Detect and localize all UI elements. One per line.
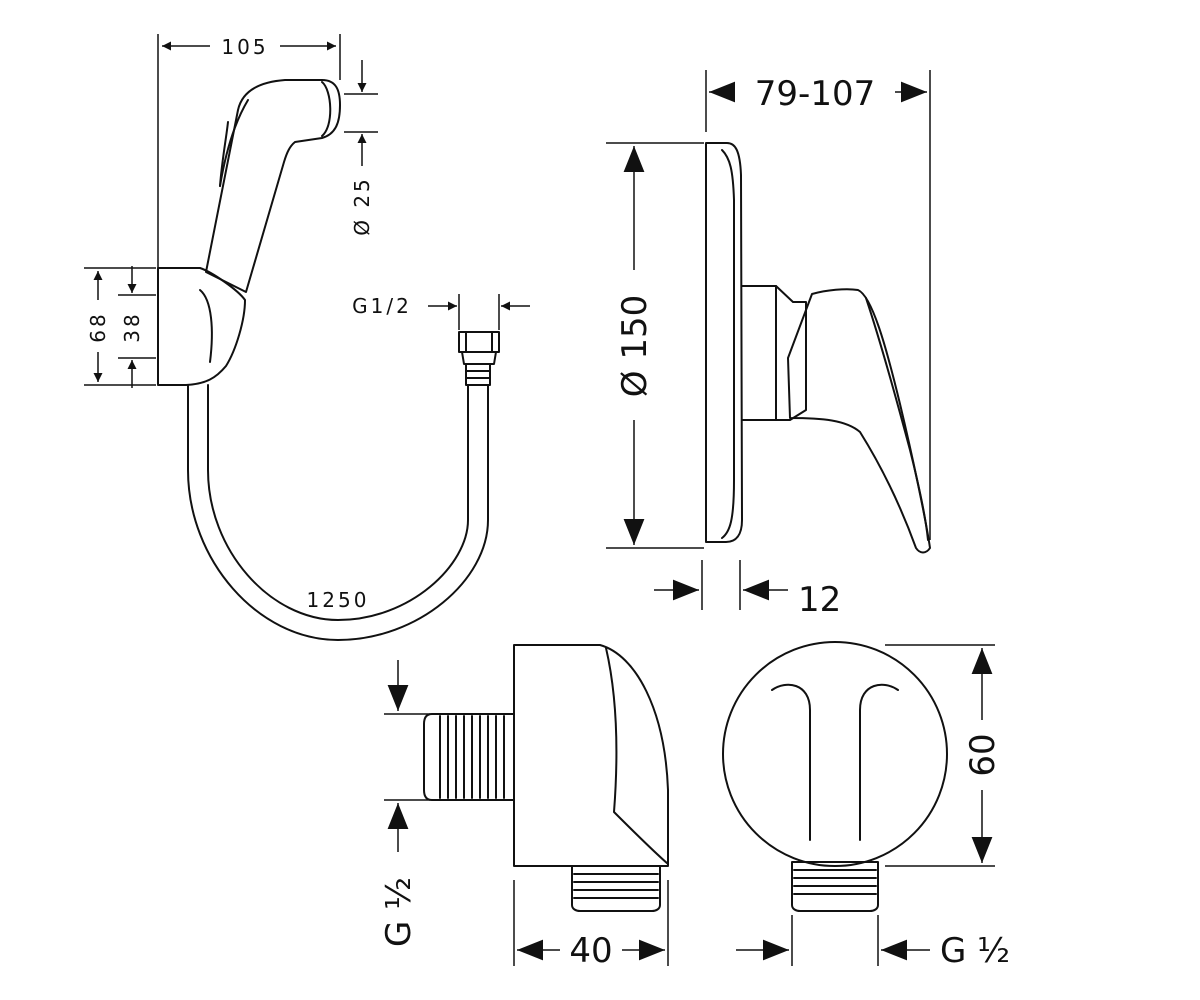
dim-hose-length: 1250 — [307, 588, 370, 612]
dim-spray-diameter: Ø 25 — [350, 176, 374, 236]
dim-handshower-width: 105 — [221, 35, 268, 59]
wall-holder — [157, 267, 246, 386]
dim-elbow-depth: 40 — [569, 931, 612, 971]
dimension-lines — [84, 34, 995, 966]
handshower — [205, 79, 341, 293]
dim-mixer-depth: 79-107 — [755, 74, 875, 114]
dim-elbow-diameter: 60 — [963, 733, 1003, 776]
dim-holder-height: 68 — [86, 311, 110, 342]
elbow-front-view — [722, 641, 948, 912]
side-thread-lines — [439, 715, 505, 799]
elbow-side-view — [423, 644, 669, 912]
dim-rosette-thickness: 12 — [798, 580, 841, 620]
dim-outlet-thread-side: G ½ — [379, 877, 419, 947]
dim-rosette-diameter: Ø 150 — [615, 295, 655, 397]
dim-holder-inner: 38 — [120, 311, 144, 342]
dim-hose-thread: G1/2 — [352, 294, 412, 318]
mixer-side-view — [705, 142, 931, 554]
dim-outlet-thread-front: G ½ — [940, 931, 1010, 971]
hose — [187, 331, 500, 641]
